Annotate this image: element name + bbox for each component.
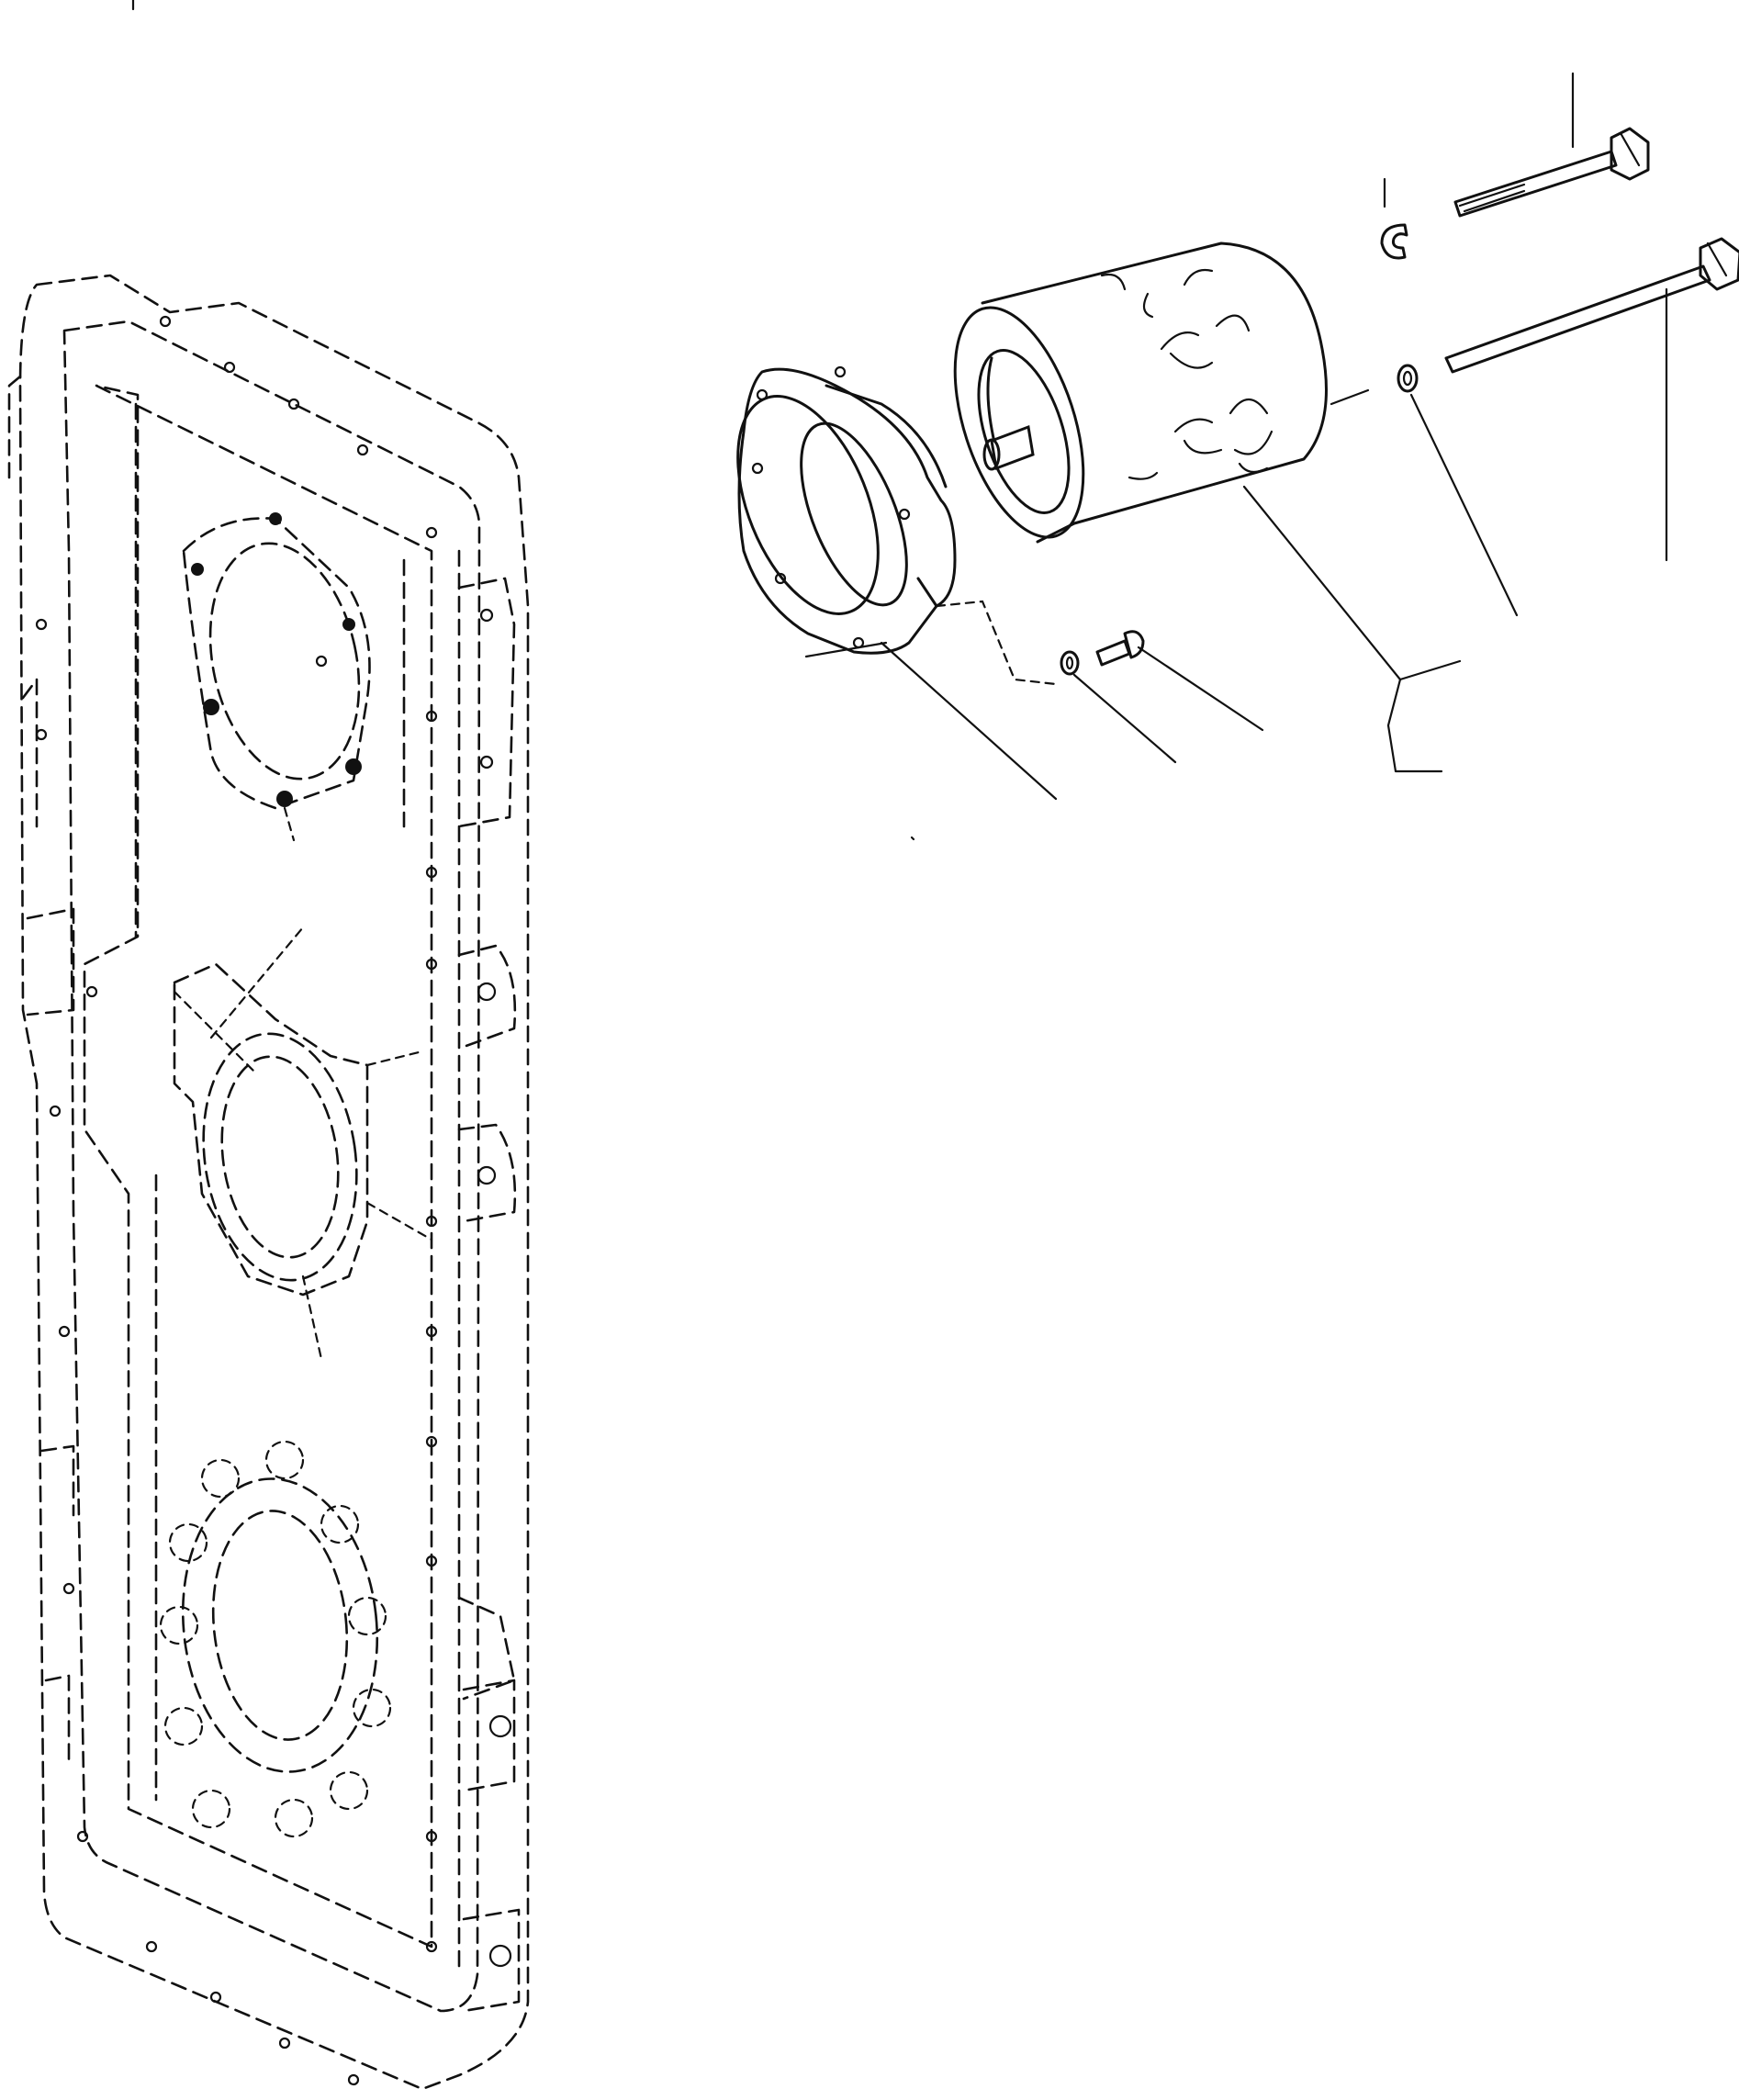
- retaining-clip: [1380, 223, 1408, 260]
- hydraulic-motor: [953, 241, 1328, 544]
- housing-opening-top: [182, 512, 371, 842]
- leader-lines: [804, 72, 1668, 801]
- washer-large: [1397, 364, 1419, 393]
- long-bolt-lower: [1444, 237, 1739, 374]
- housing-plate: [7, 274, 530, 2091]
- margin-dot: [910, 836, 915, 841]
- housing-opening-middle: [173, 926, 433, 1361]
- washer-small: [1060, 650, 1080, 676]
- housing-bolt-holes: [35, 315, 512, 2086]
- long-bolt-upper: [1453, 127, 1650, 218]
- flange-adapter: [736, 365, 957, 655]
- housing-opening-bottom: [159, 1440, 392, 1838]
- short-screw: [1095, 630, 1145, 667]
